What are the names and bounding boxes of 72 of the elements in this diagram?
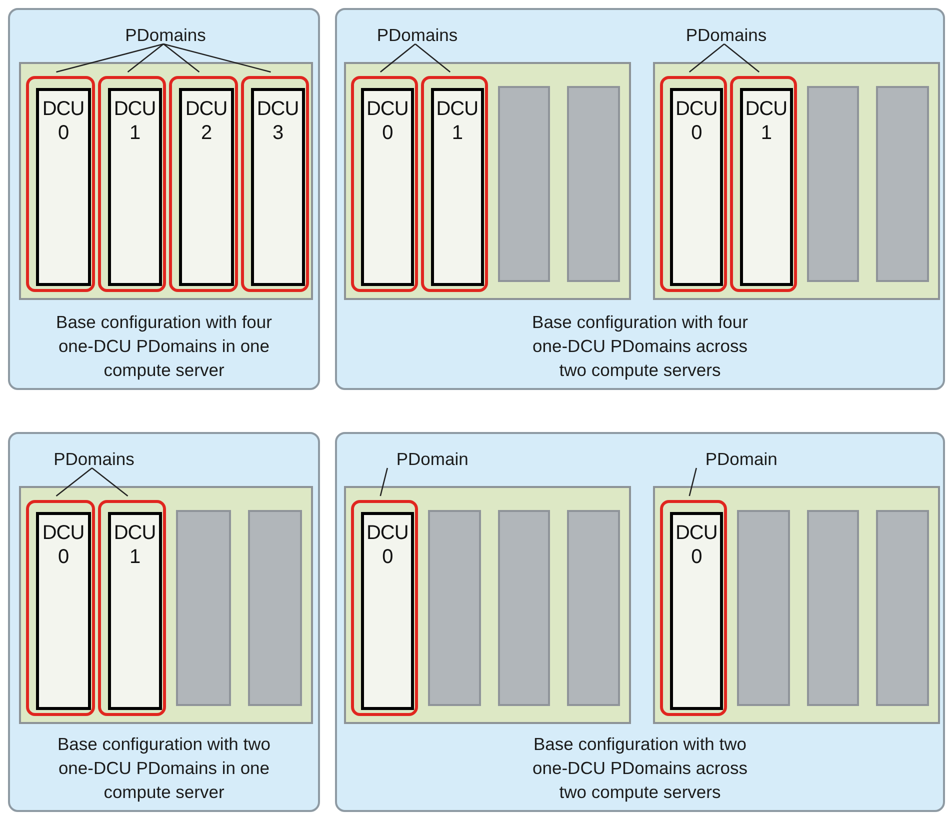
- dcu-label: DCU 0: [675, 521, 718, 569]
- pdomain-outline: [351, 76, 418, 292]
- empty-slot: [428, 510, 480, 706]
- dcu-label: DCU 2: [185, 97, 228, 145]
- pdomain-outline: [420, 76, 488, 292]
- dcu-label: DCU 1: [114, 521, 156, 569]
- pdomain-label: PDomains: [110, 22, 220, 48]
- dcu-label: DCU 0: [366, 521, 408, 569]
- server-chassis: [19, 486, 313, 724]
- server-chassis: [344, 486, 631, 724]
- server-chassis: [19, 62, 313, 300]
- empty-slot: [806, 86, 860, 282]
- empty-slot: [567, 86, 620, 282]
- empty-slot: [248, 510, 302, 706]
- configuration-caption: Base configuration with four one-DCU PDomains across two compute servers: [531, 311, 749, 382]
- configuration-panel: [335, 8, 945, 390]
- dcu-label: DCU 0: [42, 521, 84, 569]
- dcu-label: DCU 0: [366, 97, 408, 145]
- leader-line: [380, 468, 388, 496]
- pdomain-outline: [240, 76, 309, 292]
- dcu-label: DCU 1: [745, 97, 788, 145]
- pdomain-label: PDomain: [686, 446, 796, 472]
- dcu-board: [740, 88, 792, 286]
- pdomain-outline: [660, 500, 727, 716]
- dcu-board: [179, 88, 234, 286]
- dcu-board: [108, 512, 162, 710]
- configuration-caption: Base configuration with two one-DCU PDomains in one compute server: [56, 733, 272, 804]
- dcu-board: [108, 88, 162, 286]
- server-chassis: [653, 486, 940, 724]
- pdomain-outline: [660, 76, 727, 292]
- pdomain-outline: [169, 76, 238, 292]
- dcu-label: DCU 1: [436, 97, 478, 145]
- pdomain-outline: [26, 76, 94, 292]
- dcu-board: [670, 512, 723, 710]
- pdomain-outline: [351, 500, 418, 716]
- leader-line: [163, 43, 200, 73]
- pdomain-label: PDomains: [39, 446, 149, 472]
- dcu-label: DCU 0: [675, 97, 718, 145]
- empty-slot: [176, 510, 230, 706]
- server-chassis: [344, 62, 631, 300]
- dcu-board: [36, 512, 90, 710]
- pdomain-outline: [98, 500, 166, 716]
- empty-slot: [567, 510, 620, 706]
- empty-slot: [876, 510, 929, 706]
- empty-slot: [736, 510, 790, 706]
- configuration-panel: [8, 432, 320, 812]
- dcu-label: DCU 1: [114, 97, 156, 145]
- leader-line: [127, 43, 164, 73]
- configuration-caption: Base configuration with four one-DCU PDomains in one compute server: [55, 311, 273, 382]
- dcu-board: [36, 88, 90, 286]
- dcu-label: DCU 0: [42, 97, 84, 145]
- pdomain-label: PDomains: [362, 22, 472, 48]
- pdomain-label: PDomains: [671, 22, 782, 48]
- dcu-board: [361, 88, 414, 286]
- pdomain-outline: [26, 500, 94, 716]
- dcu-board: [670, 88, 723, 286]
- empty-slot: [876, 86, 929, 282]
- leader-line: [688, 468, 697, 496]
- empty-slot: [498, 86, 550, 282]
- dcu-board: [250, 88, 305, 286]
- dcu-board: [430, 88, 484, 286]
- pdomain-outline: [98, 76, 166, 292]
- configuration-panel: [335, 432, 945, 812]
- pdomain-label: PDomain: [377, 446, 488, 472]
- server-chassis: [653, 62, 940, 300]
- configuration-panel: [8, 8, 320, 390]
- pdomain-outline: [730, 76, 796, 292]
- configuration-caption: Base configuration with two one-DCU PDomains across two compute servers: [532, 733, 748, 804]
- dcu-board: [361, 512, 414, 710]
- empty-slot: [806, 510, 860, 706]
- dcu-label: DCU 3: [256, 97, 299, 145]
- empty-slot: [498, 510, 550, 706]
